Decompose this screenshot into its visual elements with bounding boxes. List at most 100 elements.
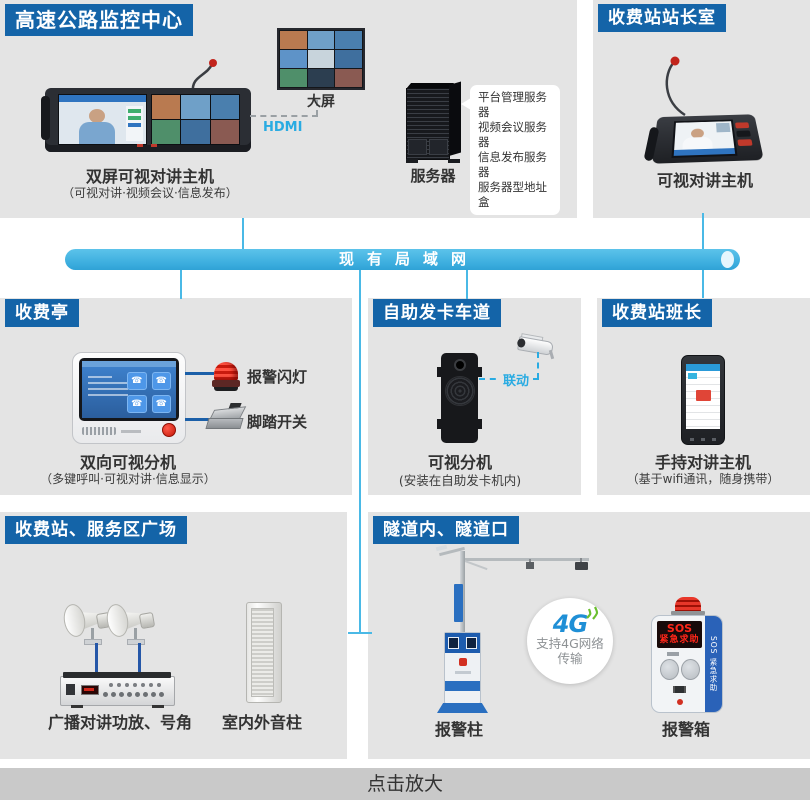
alarm-strobe-light bbox=[212, 362, 240, 392]
sublabel-dual-screen-host: （可视对讲·视频会议·信息发布） bbox=[62, 186, 238, 200]
horn-speaker bbox=[61, 601, 113, 645]
dual-screen-intercom-host bbox=[41, 58, 251, 155]
connector-lan-to-booth bbox=[180, 270, 182, 299]
label-alarm-light: 报警闪灯 bbox=[247, 368, 308, 386]
info-text-lines bbox=[88, 376, 128, 400]
foot-pedal-switch bbox=[205, 403, 247, 430]
touch-screen: ☎ ☎ ☎ ☎ bbox=[82, 361, 176, 418]
speaker-grille bbox=[251, 608, 274, 697]
callout-line: 视频会议服务器 bbox=[478, 120, 547, 149]
screen-titlebar bbox=[59, 95, 146, 102]
alarm-pole bbox=[435, 544, 596, 716]
speaker-grille bbox=[444, 376, 475, 406]
statusbar bbox=[686, 364, 720, 371]
video-call-screen bbox=[671, 119, 738, 158]
alarm-led bbox=[677, 699, 683, 705]
screen-sidebar bbox=[126, 106, 143, 141]
hdmi-cable-line bbox=[316, 100, 318, 116]
call-keys bbox=[735, 122, 753, 149]
nav-keys bbox=[682, 438, 724, 441]
badge-monitor-center: 高速公路监控中心 bbox=[5, 4, 193, 36]
connector-end-cap bbox=[348, 632, 372, 634]
bullet-camera bbox=[511, 333, 559, 360]
connector-lan-to-bottom bbox=[359, 270, 361, 633]
signal-arcs-icon bbox=[586, 606, 599, 620]
4g-caption: 支持4G网络 bbox=[536, 636, 604, 651]
phone-icon: ☎ bbox=[151, 372, 171, 390]
hdmi-label: HDMI bbox=[263, 120, 303, 135]
linkage-dashed-line bbox=[537, 352, 539, 379]
section-plaza bbox=[0, 512, 347, 759]
lane-video-extension bbox=[437, 353, 482, 443]
amp-knobs bbox=[103, 692, 164, 697]
label-video-wall: 大屏 bbox=[307, 94, 335, 110]
connector-monitor-to-lan bbox=[242, 218, 244, 249]
sublabel-two-way-extension: （多键呼叫·可视对讲·信息显示） bbox=[40, 472, 216, 486]
pole-banner bbox=[454, 584, 463, 622]
pole-camera bbox=[575, 558, 588, 570]
label-server: 服务器 bbox=[410, 167, 456, 185]
camera-grid-screen bbox=[151, 94, 240, 145]
indicator-leds bbox=[137, 144, 159, 148]
label-alarm-pole: 报警柱 bbox=[434, 720, 483, 739]
label-amplifier-horns: 广播对讲功放、号角 bbox=[47, 713, 192, 732]
call-buttons-grid: ☎ ☎ ☎ ☎ bbox=[127, 372, 171, 413]
video-wall bbox=[277, 28, 365, 90]
two-way-video-extension: ☎ ☎ ☎ ☎ bbox=[72, 352, 186, 444]
4g-network-badge: 4G 支持4G网络 传输 bbox=[527, 598, 613, 684]
sublabel-handheld-intercom: （基于wifi通讯，随身携带） bbox=[626, 472, 780, 486]
badge-card-lane: 自助发卡车道 bbox=[373, 299, 501, 328]
pole-cabinet bbox=[444, 632, 481, 704]
sublabel-lane-extension: (安装在自助发卡机内) bbox=[398, 473, 522, 488]
speaker-wire bbox=[95, 643, 98, 678]
zoom-in-button[interactable]: 点击放大 bbox=[0, 768, 810, 800]
alarm-box: SOS 紧急求助 SOS 紧急求助 bbox=[650, 597, 724, 716]
label-alarm-box: 报警箱 bbox=[661, 720, 710, 739]
phone-icon: ☎ bbox=[151, 395, 171, 413]
call-button bbox=[696, 390, 711, 401]
4g-logo: 4G bbox=[552, 610, 588, 638]
talk-buttons bbox=[660, 659, 700, 680]
device-body bbox=[651, 114, 764, 164]
camera-lens bbox=[453, 359, 466, 371]
phone-icon: ☎ bbox=[127, 372, 147, 390]
lan-bus-bar: 现有局域网 bbox=[65, 249, 740, 270]
connector-lan-to-lane bbox=[466, 270, 468, 299]
server-rack bbox=[406, 81, 464, 165]
callout-line: 信息发布服务器 bbox=[478, 150, 547, 179]
power-switch bbox=[66, 684, 75, 695]
callout-line: 服务器型地址盒 bbox=[478, 180, 547, 209]
lan-bar-end-cap bbox=[721, 251, 734, 268]
pole-sensor bbox=[526, 559, 534, 569]
4g-caption: 传输 bbox=[557, 651, 583, 666]
red-beacon bbox=[675, 597, 701, 612]
badge-station-master: 收费站站长室 bbox=[598, 4, 726, 33]
label-column-speaker: 室内外音柱 bbox=[221, 713, 302, 732]
label-foot-switch: 脚踏开关 bbox=[247, 413, 308, 431]
badge-tunnel: 隧道内、隧道口 bbox=[373, 516, 519, 545]
desktop-video-intercom bbox=[643, 55, 767, 167]
horn-speaker bbox=[104, 601, 156, 645]
phone-icon: ☎ bbox=[127, 395, 147, 413]
wire-to-foot-switch bbox=[185, 418, 211, 421]
screen-statusbar bbox=[82, 361, 176, 367]
amp-knobs bbox=[109, 683, 161, 687]
label-two-way-extension: 双向可视分机 bbox=[79, 453, 176, 472]
sos-side-strip: SOS 紧急求助 bbox=[705, 616, 722, 712]
caller-body bbox=[79, 122, 115, 144]
alarm-button bbox=[458, 658, 467, 666]
label-dual-screen-host: 双屏可视对讲主机 bbox=[85, 167, 214, 186]
callout-line: 平台管理服务器 bbox=[478, 90, 547, 119]
linkage-label: 联动 bbox=[500, 370, 533, 389]
label-handheld-intercom: 手持对讲主机 bbox=[654, 453, 751, 472]
label-desktop-intercom: 可视对讲主机 bbox=[656, 171, 753, 190]
video-call-screen bbox=[58, 94, 147, 145]
column-speaker bbox=[246, 602, 282, 703]
caller-head bbox=[89, 109, 105, 123]
server-callout-bubble: 平台管理服务器 视频会议服务器 信息发布服务器 服务器型地址盒 bbox=[461, 85, 560, 215]
hdmi-cable-line bbox=[250, 115, 318, 117]
badge-toll-booth: 收费亭 bbox=[5, 299, 79, 328]
badge-plaza: 收费站、服务区广场 bbox=[5, 516, 187, 545]
sos-led-panel: SOS 紧急求助 bbox=[657, 621, 702, 648]
